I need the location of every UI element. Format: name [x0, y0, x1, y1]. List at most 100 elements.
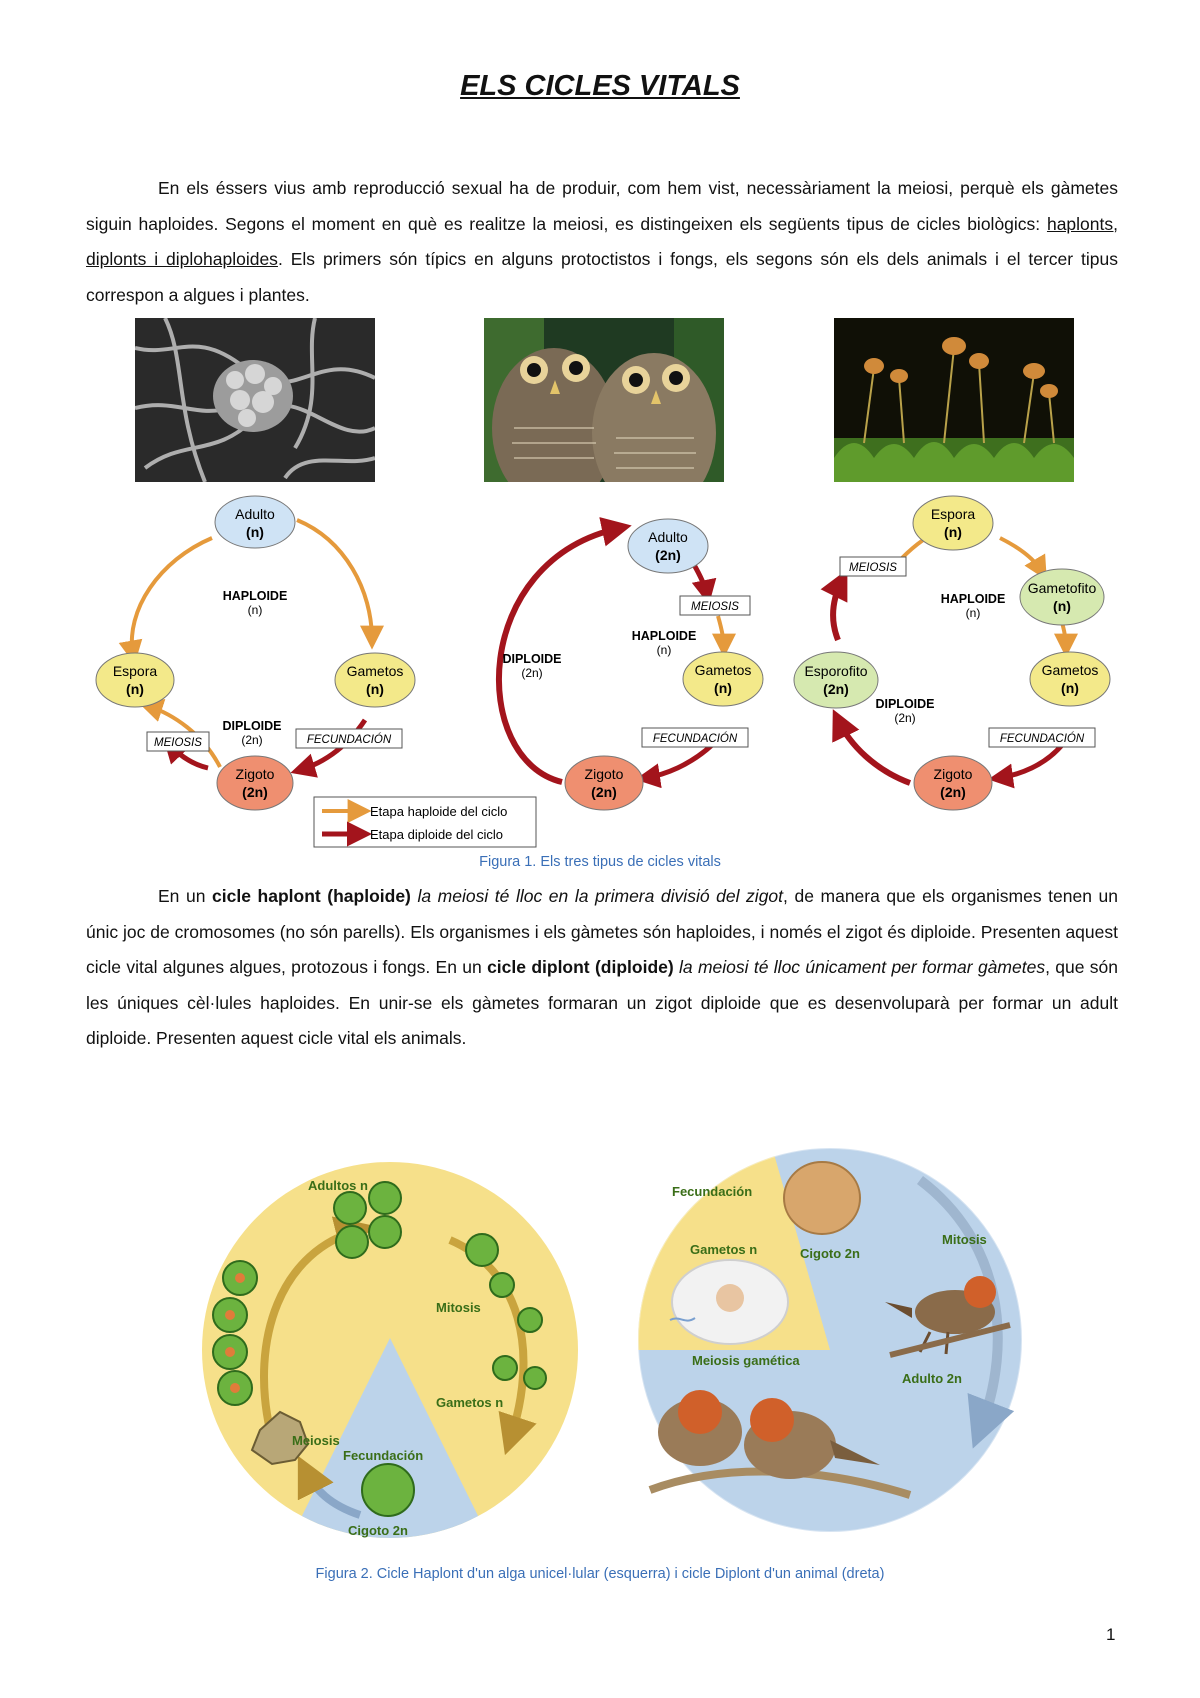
arrow-adult-to-gametes: [296, 518, 384, 650]
definition-haplont: la meiosi té lloc en la primera divisió …: [417, 886, 784, 906]
svg-text:(2n): (2n): [242, 784, 268, 800]
figure2-animal-diplont-cycle: Fecundación Mitosis Cigoto 2n Gametos n …: [637, 1147, 1023, 1533]
haplont-cycle-diagram: Adulto (n) HAPLOIDE (n) Espora (n) Gamet…: [95, 495, 416, 811]
arrow-esporofito-to-meiosis: [820, 569, 848, 642]
fecundacion-box: [988, 727, 1096, 748]
svg-text:Gametos n: Gametos n: [690, 1242, 757, 1257]
arrow-meiosis-to-gametes: [711, 615, 736, 658]
diplohaplont-cycle-diagram: Espora (n) MEIOSIS Gametofito (n) HAPLOI…: [793, 495, 1111, 811]
svg-text:HAPLOIDE: HAPLOIDE: [223, 589, 288, 603]
svg-text:Cigoto 2n: Cigoto 2n: [800, 1246, 860, 1261]
svg-text:Etapa diploide del ciclo: Etapa diploide del ciclo: [370, 827, 503, 842]
svg-text:MEIOSIS: MEIOSIS: [154, 737, 202, 749]
svg-text:Gametos: Gametos: [1042, 662, 1099, 678]
svg-text:Fecundación: Fecundación: [343, 1448, 423, 1463]
svg-text:(n): (n): [366, 681, 384, 697]
moss-sporophytes-photo: [834, 318, 1074, 482]
svg-text:Zigoto: Zigoto: [585, 766, 624, 782]
svg-text:Espora: Espora: [113, 663, 158, 679]
diplont-cycle-diagram: Adulto (2n) MEIOSIS HAPLOIDE (n) DIPLOID…: [496, 517, 764, 811]
node-zigoto: [564, 755, 644, 811]
arrow-zygote-to-meiosis: [297, 1455, 362, 1519]
svg-text:DIPLOIDE: DIPLOIDE: [502, 652, 561, 666]
svg-text:FECUNDACIÓN: FECUNDACIÓN: [1000, 732, 1085, 745]
svg-text:Mitosis: Mitosis: [942, 1232, 987, 1247]
node-zigoto: [913, 755, 993, 811]
page-title: ELS CICLES VITALS: [460, 70, 740, 102]
arrow-zygote-to-esporofito: [832, 709, 912, 786]
svg-text:(n): (n): [248, 603, 263, 617]
node-gametos: [682, 651, 764, 707]
svg-text:(2n): (2n): [894, 711, 915, 725]
definition-diplont: la meiosi té lloc únicament per formar g…: [679, 957, 1046, 977]
svg-text:Adulto: Adulto: [648, 529, 688, 545]
arrow-fecundation-to-zygote: [635, 743, 714, 789]
fecundacion-box: [295, 728, 403, 749]
svg-text:(n): (n): [126, 681, 144, 697]
node-gametofito: [1019, 568, 1105, 626]
svg-text:Etapa haploide del ciclo: Etapa haploide del ciclo: [370, 804, 507, 819]
svg-text:Espora: Espora: [931, 506, 976, 522]
node-adulto-haploid: [214, 495, 296, 549]
svg-text:Meiosis gamética: Meiosis gamética: [692, 1353, 800, 1368]
svg-text:FECUNDACIÓN: FECUNDACIÓN: [653, 732, 738, 745]
svg-text:(n): (n): [657, 643, 672, 657]
svg-text:Mitosis: Mitosis: [436, 1300, 481, 1315]
figure2-algae-haplont-cycle: Adultos n Mitosis Gametos n Meiosis Fecu…: [202, 1162, 578, 1538]
svg-text:(2n): (2n): [241, 733, 262, 747]
svg-text:DIPLOIDE: DIPLOIDE: [222, 719, 281, 733]
svg-text:Adultos n: Adultos n: [308, 1178, 368, 1193]
svg-text:Meiosis: Meiosis: [292, 1433, 340, 1448]
arrow-spora-to-adult: [118, 536, 213, 665]
svg-text:Fecundación: Fecundación: [672, 1184, 752, 1199]
meiosis-cell: [250, 1410, 310, 1466]
text-run: , de manera que els organismes tenen un …: [86, 886, 1118, 977]
intro-text-2: . Els primers són típics en alguns proto…: [86, 249, 1118, 305]
meiosis-box: [146, 731, 210, 752]
svg-text:Gametos n: Gametos n: [436, 1395, 503, 1410]
svg-text:(n): (n): [246, 524, 264, 540]
svg-text:Gametofito: Gametofito: [1028, 580, 1097, 596]
owls-photo: [484, 318, 724, 482]
arrow-fecundation-to-zygote: [988, 743, 1064, 789]
svg-text:FECUNDACIÓN: FECUNDACIÓN: [307, 733, 392, 746]
svg-text:Gametos: Gametos: [347, 663, 404, 679]
node-espora: [912, 495, 994, 551]
svg-text:Cigoto 2n: Cigoto 2n: [348, 1523, 408, 1538]
svg-text:(n): (n): [1061, 680, 1079, 696]
svg-text:(n): (n): [1053, 598, 1071, 614]
robins-pair: [648, 1390, 912, 1499]
svg-text:(2n): (2n): [823, 681, 849, 697]
node-esporofito: [793, 651, 879, 709]
figure1-diagrams: Adulto (n) HAPLOIDE (n) Espora (n) Gamet…: [95, 495, 1111, 848]
svg-text:HAPLOIDE: HAPLOIDE: [941, 592, 1006, 606]
svg-text:Adulto: Adulto: [235, 506, 275, 522]
svg-text:Esporofito: Esporofito: [804, 663, 867, 679]
svg-text:DIPLOIDE: DIPLOIDE: [875, 697, 934, 711]
svg-text:(n): (n): [944, 524, 962, 540]
arrow-meiosis-to-adults: [260, 1216, 376, 1431]
svg-text:Zigoto: Zigoto: [236, 766, 275, 782]
intro-text-1: En els éssers vius amb reproducció sexua…: [86, 178, 1118, 234]
svg-text:HAPLOIDE: HAPLOIDE: [632, 629, 697, 643]
svg-text:Adulto 2n: Adulto 2n: [902, 1371, 962, 1386]
text-run: En un: [158, 886, 213, 906]
svg-text:(n): (n): [966, 606, 981, 620]
node-zigoto: [216, 755, 294, 811]
svg-text:MEIOSIS: MEIOSIS: [849, 562, 897, 574]
term-haplont: cicle haplont (haploide): [212, 886, 411, 906]
intro-paragraph: En els éssers vius amb reproducció sexua…: [86, 171, 1118, 313]
arrow-adult-to-meiosis: [690, 561, 717, 605]
meiosis-box: [679, 595, 751, 616]
node-espora: [95, 652, 175, 708]
cycles-paragraph: En un cicle haplont (haploide) la meiosi…: [86, 879, 1118, 1057]
robin-adult: [885, 1276, 1011, 1358]
figure2-caption: Figura 2. Cicle Haplont d'un alga unicel…: [315, 1566, 885, 1582]
svg-text:(n): (n): [714, 680, 732, 696]
term-diplont: cicle diplont (diploide): [487, 957, 674, 977]
meiosis-box: [839, 556, 907, 577]
figure1-caption: Figura 1. Els tres tipus de cicles vital…: [479, 854, 721, 870]
svg-text:(2n): (2n): [521, 666, 542, 680]
svg-text:(2n): (2n): [940, 784, 966, 800]
node-adulto-diploid: [627, 518, 709, 574]
